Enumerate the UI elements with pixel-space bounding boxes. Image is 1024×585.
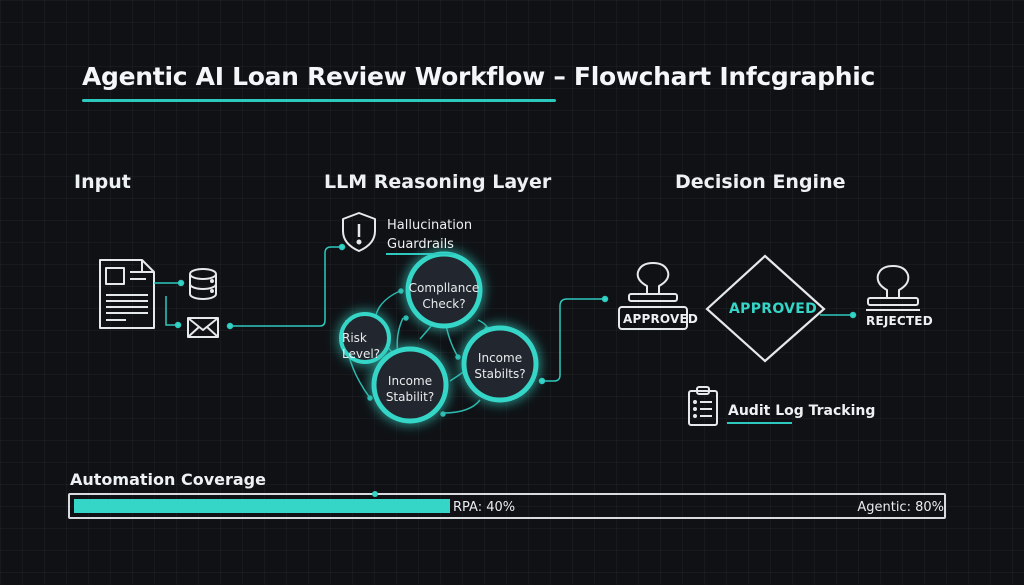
coverage-progress-bar: [68, 493, 946, 519]
coverage-title: Automation Coverage: [70, 470, 266, 489]
approved-stamp-icon: [618, 262, 688, 330]
section-heading-llm: LLM Reasoning Layer: [324, 171, 552, 193]
audit-log-label: Audit Log Tracking: [728, 403, 876, 419]
envelope-icon: [187, 317, 219, 338]
diamond-label: APPROVED: [729, 301, 818, 317]
guardrails-line2: Guardrails: [387, 236, 454, 252]
rejected-stamp-icon: [866, 265, 920, 311]
guardrails-underline: [386, 253, 454, 255]
section-heading-input: Input: [74, 171, 131, 193]
section-heading-decision: Decision Engine: [675, 171, 846, 193]
rpa-coverage-label: RPA: 40%: [453, 500, 516, 515]
shield-alert-icon: [342, 212, 376, 252]
llm-to-decision-connector: [538, 295, 609, 385]
reasoning-node-income-b[interactable]: [461, 325, 539, 403]
agentic-coverage-label: Agentic: 80%: [857, 500, 944, 515]
input-connectors: [154, 243, 346, 330]
page-title: Agentic AI Loan Review Workflow – Flowch…: [82, 62, 875, 91]
clipboard-list-icon: [688, 386, 718, 426]
guardrails-label: Hallucination Guardrails: [387, 217, 472, 255]
reasoning-node-risk[interactable]: [339, 312, 391, 364]
audit-log-underline: [727, 422, 792, 424]
decision-diamond[interactable]: [705, 254, 826, 363]
approved-stamp-label: APPROVED: [623, 312, 699, 326]
document-icon: [99, 259, 155, 329]
reasoning-node-compliance[interactable]: [405, 251, 483, 329]
rpa-progress-fill: [74, 499, 450, 513]
database-icon: [189, 268, 217, 300]
reasoning-node-income-a[interactable]: [371, 346, 449, 424]
title-underline: [82, 99, 556, 102]
guardrails-line1: Hallucination: [387, 218, 473, 233]
progress-marker-dot: [372, 491, 378, 497]
diamond-to-rejected-connector: [820, 311, 857, 319]
rejected-stamp-label: REJECTED: [866, 314, 933, 328]
